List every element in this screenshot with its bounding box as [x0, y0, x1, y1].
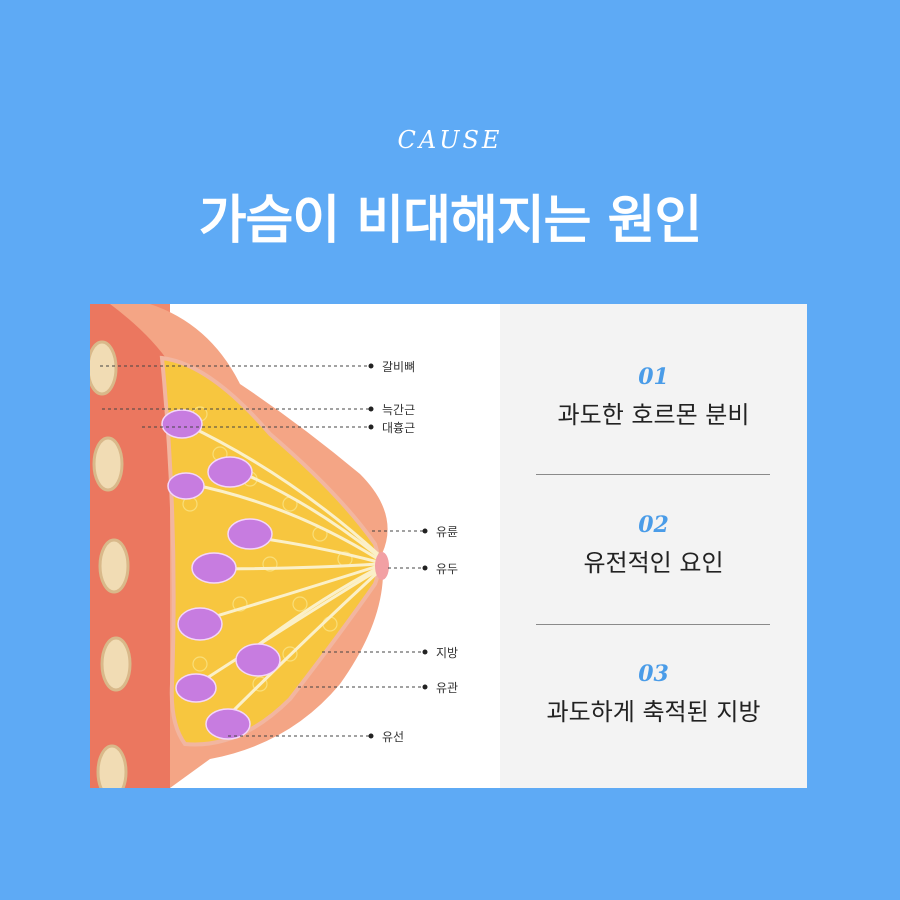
label-rib: 갈비뼈 [382, 360, 416, 374]
cause-item-03: 03 과도하게 축적된 지방 [500, 661, 807, 727]
fat-tissue [159, 355, 381, 747]
mammary-glands [161, 409, 281, 740]
cause-number: 02 [638, 512, 669, 538]
content-card: 갈비뼈 늑간근 대흉근 유륜 유두 지방 유관 유선 01 과도한 호르몬 분비… [90, 304, 807, 788]
leader-lines [100, 365, 424, 737]
causes-panel: 01 과도한 호르몬 분비 02 유전적인 요인 03 과도하게 축적된 지방 [500, 304, 807, 788]
label-nipple: 유두 [436, 562, 459, 576]
divider [536, 624, 770, 625]
ribs [90, 340, 132, 788]
eyebrow-cause: CAUSE [397, 126, 503, 154]
cause-text: 과도하게 축적된 지방 [546, 698, 761, 726]
breast-anatomy-diagram: 갈비뼈 늑간근 대흉근 유륜 유두 지방 유관 유선 [90, 304, 500, 788]
cause-item-01: 01 과도한 호르몬 분비 [500, 364, 807, 430]
label-duct: 유관 [436, 681, 459, 695]
label-areola: 유륜 [436, 525, 459, 539]
label-intercostal: 늑간근 [382, 403, 416, 417]
nipple-shape [375, 552, 389, 580]
page-title: 가슴이 비대해지는 원인 [198, 191, 703, 251]
divider [536, 474, 770, 475]
anatomy-illustration [90, 304, 428, 788]
label-fat: 지방 [436, 646, 459, 660]
label-gland: 유선 [382, 730, 405, 744]
cause-text: 유전적인 요인 [583, 549, 724, 577]
cause-number: 01 [638, 364, 669, 390]
cause-number: 03 [638, 661, 669, 687]
leader-dots [368, 363, 428, 739]
cause-text: 과도한 호르몬 분비 [557, 401, 750, 429]
cause-item-02: 02 유전적인 요인 [500, 512, 807, 578]
label-pectoral: 대흉근 [382, 421, 416, 435]
